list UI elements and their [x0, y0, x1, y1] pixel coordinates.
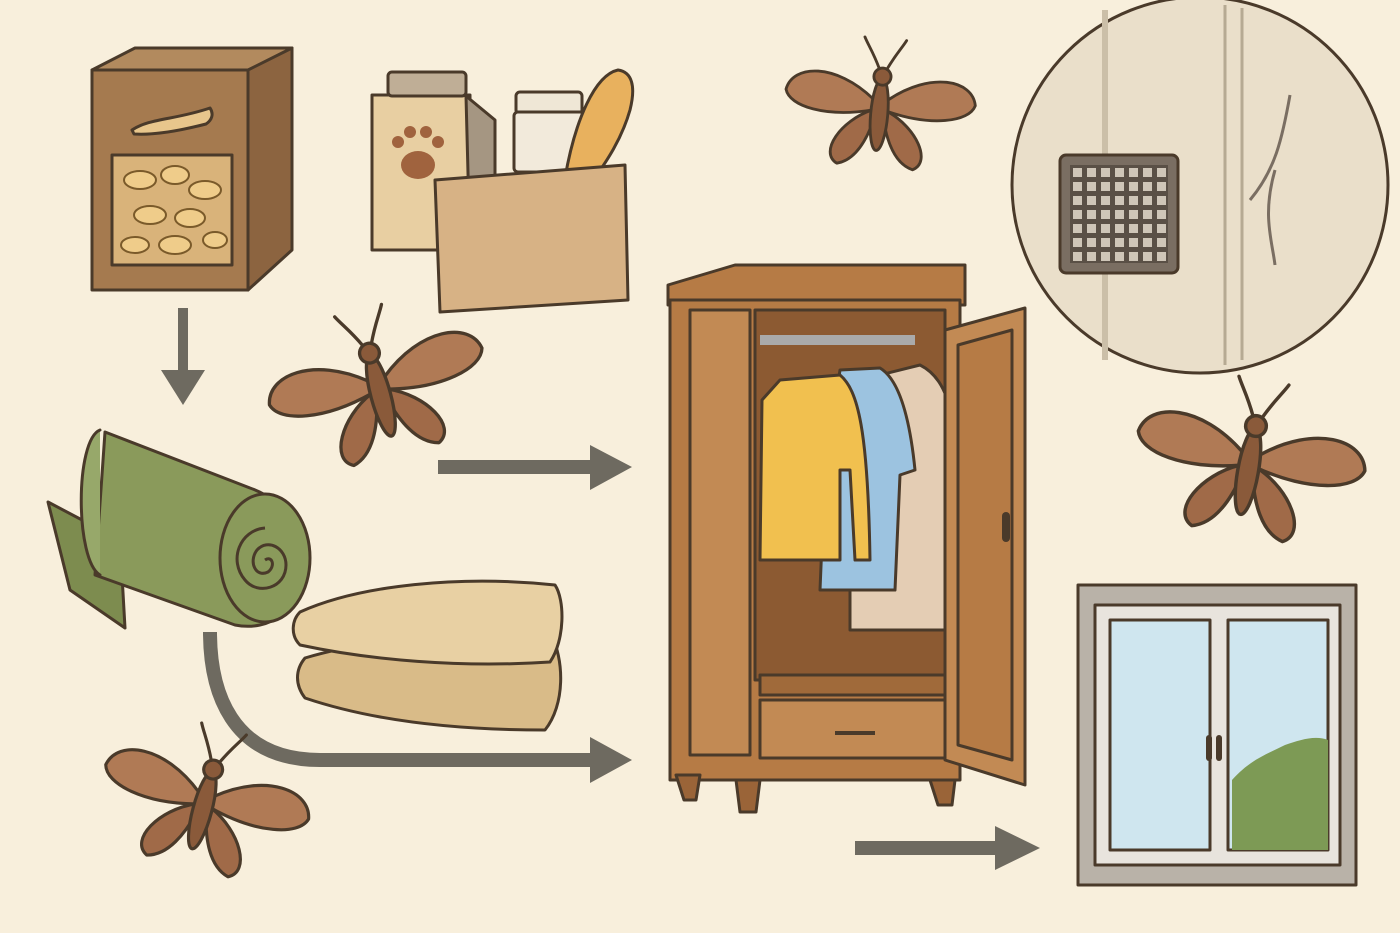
- grocery-bag: [370, 68, 635, 314]
- pasta-icon: [120, 165, 228, 255]
- moth-icon: [250, 280, 505, 485]
- bush-icon: [1232, 737, 1328, 850]
- rolled-carpet: [46, 428, 312, 630]
- paw-icon: [392, 126, 444, 179]
- moth-icon: [1122, 359, 1379, 556]
- moth-icon: [778, 29, 982, 177]
- window: [1076, 583, 1358, 887]
- larva-icon: [130, 106, 214, 136]
- yellow-shirt-icon: [758, 373, 872, 562]
- pasta-box: [90, 46, 294, 292]
- vent-grid-icon: [1073, 168, 1166, 261]
- wall-vent: [1010, 0, 1390, 375]
- arrow-wardrobe-to-window: [855, 826, 1040, 870]
- arrow-to-wardrobe-bottom: [203, 631, 632, 783]
- arrow-to-wardrobe-top: [438, 445, 632, 490]
- wall-crack-icon: [1248, 94, 1292, 266]
- baguette-icon: [563, 68, 635, 187]
- pillows: [291, 579, 564, 732]
- wardrobe: [666, 263, 1027, 814]
- moth-icon: [84, 700, 328, 895]
- arrow-pasta-to-carpet: [161, 308, 205, 405]
